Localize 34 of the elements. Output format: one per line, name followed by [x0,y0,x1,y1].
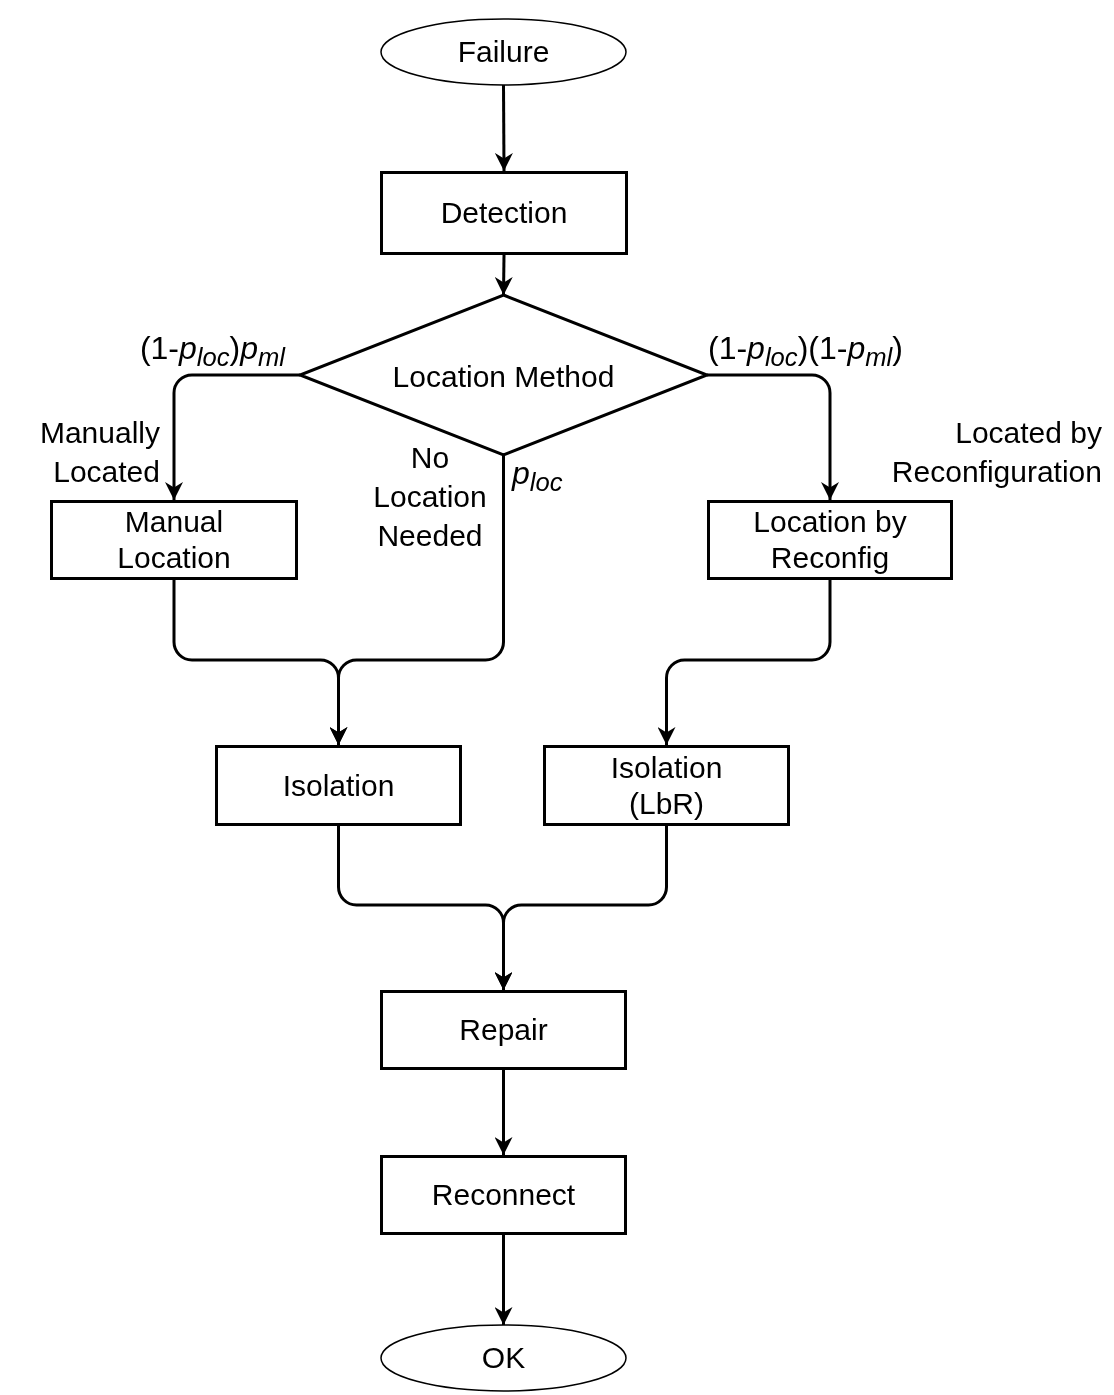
arrow [657,580,832,745]
arrow [494,1235,513,1325]
node-label: Failure [457,34,550,70]
node-label: Repair [459,1012,548,1048]
branch-label: No Location Needed [372,440,488,554]
edge-label: p$_{loc}$ [512,455,563,498]
node-label: Location Method [392,359,615,395]
terminal-ellipse [381,19,626,85]
node-label: Manual Location [116,504,232,576]
arrow [494,826,668,990]
arrow [707,373,839,500]
node-label: Reconnect [431,1177,576,1213]
branch-label: Located by Reconfiguration [890,415,1102,490]
arrow [172,580,348,745]
edge-label: (1-p$_{loc}$)p$_{ml}$ [139,330,285,373]
arrow [165,373,300,500]
node-label: Detection [440,195,568,231]
node-label: Location by Reconfig [752,504,908,576]
process-box [380,1155,627,1235]
arrow [494,85,513,171]
process-box [380,171,628,255]
node-label: OK [481,1340,526,1376]
process-box [215,745,462,826]
process-box [380,990,627,1070]
process-box [707,500,953,580]
process-box [50,500,298,580]
arrow [494,1070,513,1155]
edge-label: (1-p$_{loc}$)(1-p$_{ml}$) [708,330,903,373]
node-label: Isolation (LbR) [609,749,724,822]
branch-label: Manually Located [38,415,160,490]
arrow [494,254,513,296]
process-box [543,745,790,826]
node-label: Isolation [282,767,395,804]
terminal-ellipse [381,1325,626,1391]
